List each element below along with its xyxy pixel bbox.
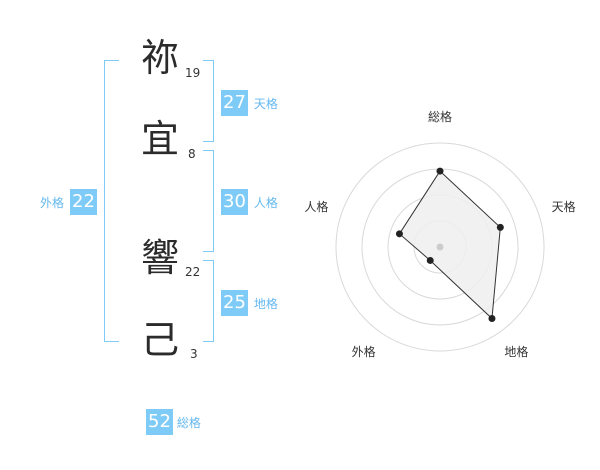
radar-center-dot [436,243,444,251]
name-char-3: 響 [141,236,180,280]
gaikaku-bracket [104,60,119,342]
tenkaku-value: 27 [221,90,248,116]
radar-axis-label-3: 地格 [504,344,528,359]
soukaku-value: 52 [146,409,173,435]
chikaku-bracket [203,260,214,342]
tenkaku-badge: 27 天格 [221,90,278,116]
radar-axis-label-4: 外格 [352,344,376,359]
radar-axis-label-2: 天格 [552,199,576,214]
radar-axis-label-1: 総格 [428,110,452,124]
stroke-count-4: 3 [190,347,198,361]
jinkaku-label: 人格 [253,195,278,210]
soukaku-label: 総格 [176,415,201,430]
name-char-1: 祢 [141,36,180,80]
radar-point-1 [436,167,444,175]
radar-point-2 [496,223,504,231]
radar-point-4 [426,256,434,264]
radar-point-3 [488,315,496,323]
stroke-count-2: 8 [188,147,196,161]
chikaku-value: 25 [221,290,248,316]
tenkaku-label: 天格 [253,96,278,111]
radar-grid-ring [335,142,545,352]
radar-point-5 [395,230,403,238]
stroke-count-3: 22 [185,265,201,279]
jinkaku-badge: 30 人格 [221,189,278,215]
radar-axis-label-5: 人格 [304,199,328,214]
name-char-2: 宜 [141,117,180,161]
gaikaku-badge: 外格 22 [40,189,97,215]
soukaku-badge: 52 総格 [146,409,201,435]
gaikaku-value: 22 [70,189,97,215]
gaikaku-label: 外格 [40,195,65,210]
radar-data-polygon [398,170,501,320]
chikaku-label: 地格 [253,296,278,311]
jinkaku-bracket [203,150,214,252]
tenkaku-bracket [203,60,214,142]
jinkaku-value: 30 [221,189,248,215]
stroke-count-1: 19 [185,66,201,80]
radar-data-points [395,167,504,323]
name-char-4: 己 [141,318,180,362]
chikaku-badge: 25 地格 [221,290,278,316]
